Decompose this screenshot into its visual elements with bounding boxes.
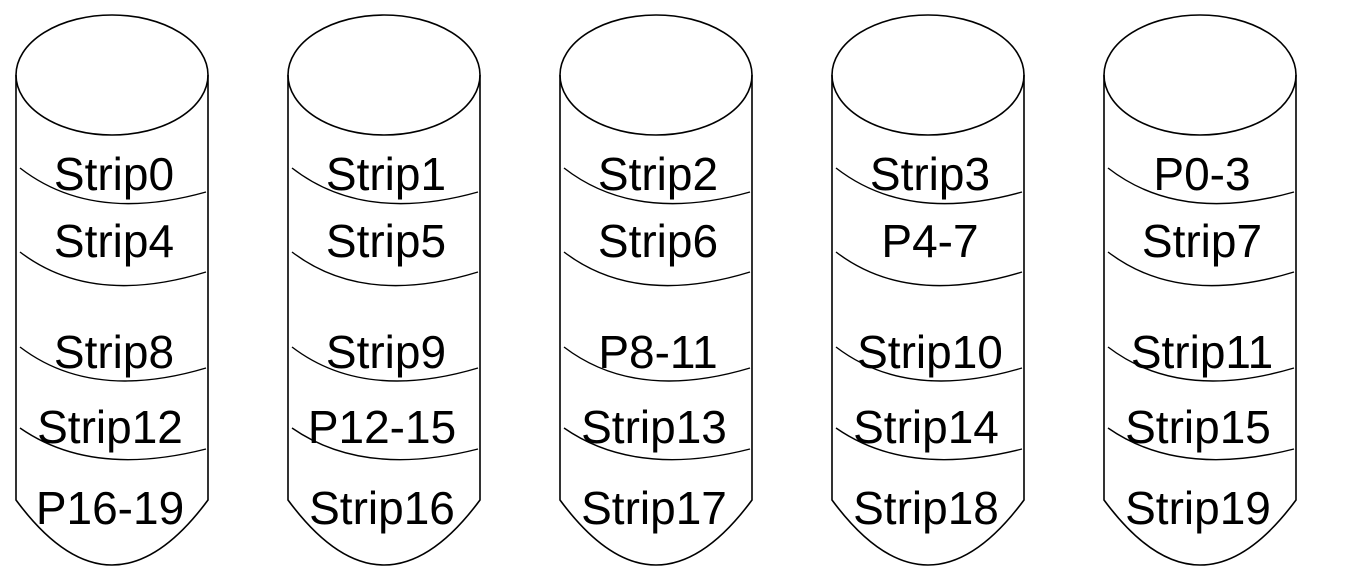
- disk-top: [559, 14, 753, 136]
- strip-label: Strip5: [326, 215, 446, 267]
- strip-divider: [1107, 251, 1295, 287]
- strip-divider: [19, 427, 207, 461]
- strip-label: P4-7: [881, 215, 978, 267]
- strip-divider: [1107, 346, 1295, 382]
- strip-divider: [835, 427, 1023, 461]
- disk-top: [287, 14, 481, 136]
- disk-top: [831, 14, 1025, 136]
- strip-divider: [563, 167, 751, 205]
- strip-label: Strip15: [1125, 401, 1271, 453]
- strip-label: Strip9: [326, 326, 446, 378]
- disk-top: [15, 14, 209, 136]
- strip-divider: [291, 251, 479, 287]
- strip-label: Strip2: [598, 148, 718, 200]
- strip-divider: [563, 427, 751, 461]
- strip-divider: [291, 346, 479, 382]
- strip-label: Strip3: [870, 148, 990, 200]
- strip-label: P16-19: [36, 482, 184, 534]
- strip-divider: [563, 346, 751, 382]
- disk-body: [287, 75, 481, 566]
- strip-divider: [835, 251, 1023, 287]
- strip-divider: [19, 346, 207, 382]
- strip-label: Strip11: [1131, 326, 1273, 378]
- strip-label: P8-11: [598, 326, 717, 378]
- strip-label: Strip17: [581, 482, 727, 534]
- strip-label: Strip8: [54, 326, 174, 378]
- disk-body: [1103, 75, 1297, 566]
- strip-label: P12-15: [308, 401, 456, 453]
- strip-label: Strip7: [1142, 215, 1262, 267]
- strip-label: Strip12: [37, 401, 183, 453]
- strip-divider: [291, 167, 479, 205]
- disk-body: [15, 75, 209, 566]
- strip-label: Strip19: [1125, 482, 1271, 534]
- strip-label: Strip1: [326, 148, 446, 200]
- strip-divider: [19, 167, 207, 205]
- strip-divider: [1107, 167, 1295, 205]
- strip-label: Strip16: [309, 482, 455, 534]
- strip-label: Strip6: [598, 215, 718, 267]
- strip-divider: [563, 251, 751, 287]
- strip-divider: [835, 167, 1023, 205]
- strip-divider: [291, 427, 479, 461]
- strip-label: P0-3: [1153, 148, 1250, 200]
- strip-label: Strip0: [54, 148, 174, 200]
- strip-label: Strip10: [857, 326, 1003, 378]
- disk-body: [559, 75, 753, 566]
- strip-label: Strip13: [581, 401, 727, 453]
- strip-label: Strip14: [853, 401, 999, 453]
- strip-label: Strip4: [54, 215, 174, 267]
- disk-body: [831, 75, 1025, 566]
- strip-divider: [1107, 427, 1295, 461]
- strip-divider: [19, 251, 207, 287]
- strip-divider: [835, 346, 1023, 382]
- strip-label: Strip18: [853, 482, 999, 534]
- disk-top: [1103, 14, 1297, 136]
